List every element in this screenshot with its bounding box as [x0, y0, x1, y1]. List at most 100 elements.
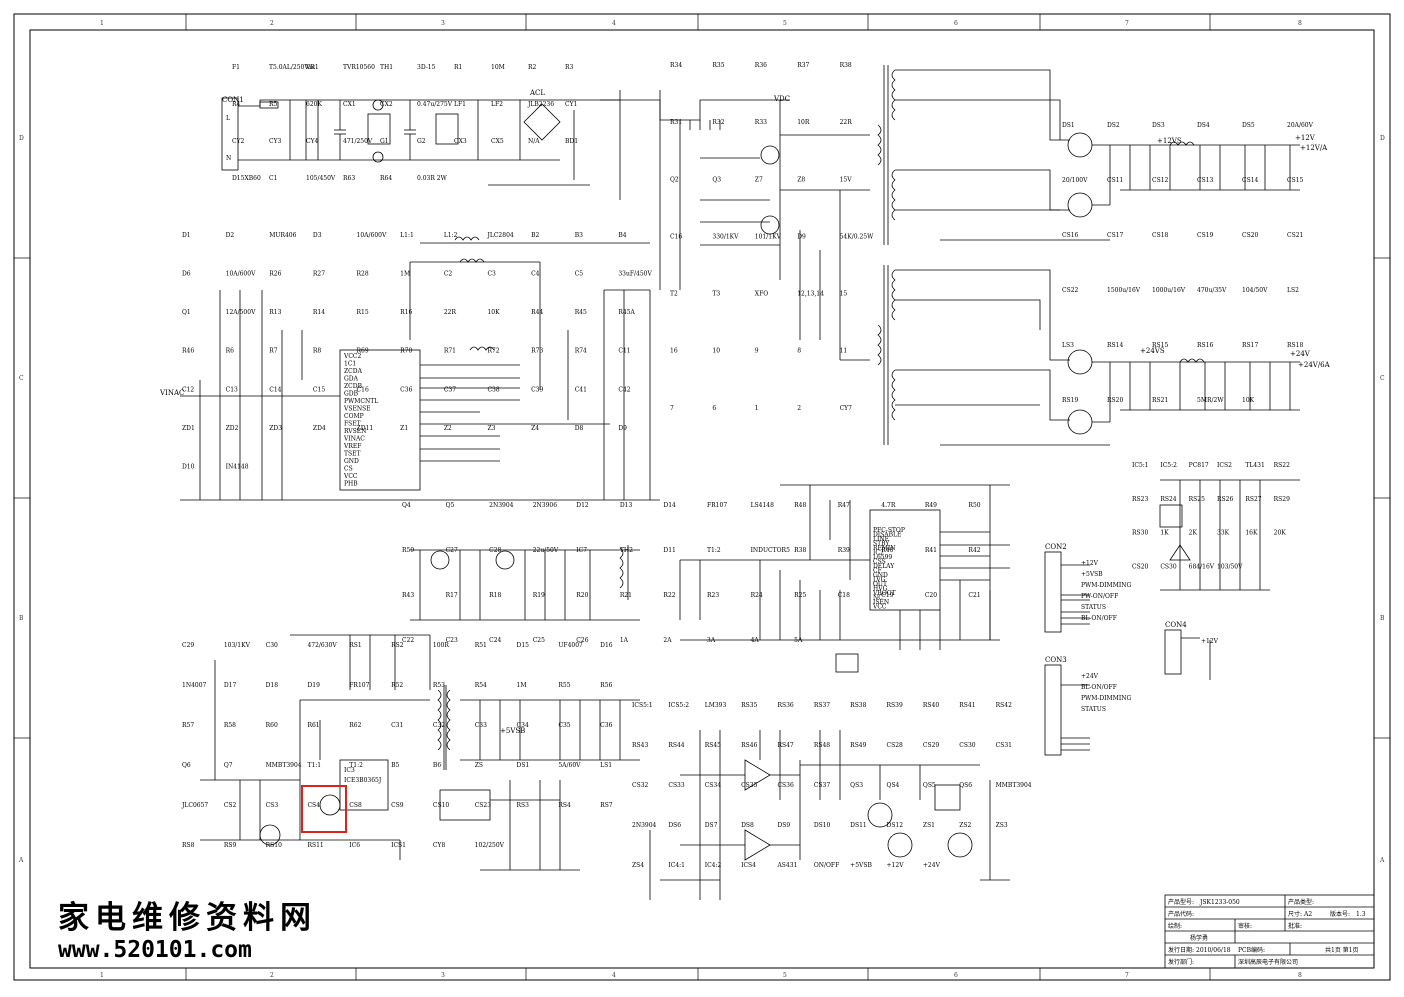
component-label: CY8: [433, 842, 446, 849]
ic-pin-label: CSS: [873, 559, 886, 566]
component-label: CS4: [307, 802, 320, 809]
connector-pin-label: N: [226, 155, 231, 162]
component-label: C15: [313, 386, 325, 393]
component-label: 470u/35V: [1197, 287, 1227, 294]
component-label: 6: [712, 405, 716, 412]
component-label: R60: [266, 722, 278, 729]
grid-row-label: B: [1380, 615, 1385, 622]
component-label: 0.47u/275V: [417, 101, 453, 108]
component-label: ICS4: [741, 862, 756, 869]
component-label: CS15: [1287, 177, 1304, 184]
component-label: R50: [968, 502, 980, 509]
component-label: CS22: [1062, 287, 1079, 294]
component-label: 12A/500V: [226, 309, 256, 316]
component-label: D1: [182, 232, 191, 239]
component-label: UF4007: [558, 642, 583, 649]
component-label: TH1: [380, 64, 393, 71]
component-label: RS35: [741, 702, 757, 709]
component-label: C29: [182, 642, 194, 649]
component-label: 2N3904: [489, 502, 514, 509]
component-label: ZD2: [226, 425, 239, 432]
component-label: 7: [670, 405, 674, 412]
component-label: 4A: [751, 637, 760, 644]
component-label: 101/1KV: [755, 233, 782, 240]
component-label: T5.0AL/250Vac: [269, 64, 316, 71]
component-label: R23: [707, 592, 719, 599]
component-label: B4: [618, 232, 626, 239]
component-label: C35: [558, 722, 570, 729]
component-label: IC5:2: [1160, 462, 1177, 469]
component-label: 2A: [663, 637, 672, 644]
outer-frame: [13, 13, 1391, 981]
component-label: TVR10560: [343, 64, 375, 71]
gate-driver-section: [410, 545, 640, 621]
watermark-url: www.520101.com: [58, 937, 252, 963]
component-label: 15V: [840, 176, 853, 183]
component-label: DS8: [741, 822, 754, 829]
component-label: CS13: [1197, 177, 1214, 184]
component-label: 15: [840, 291, 848, 298]
grid-ticks: [14, 14, 1390, 980]
component-label: B3: [575, 232, 583, 239]
component-label: CX1: [343, 101, 356, 108]
component-label: RS46: [741, 742, 757, 749]
component-label: 1M: [400, 271, 410, 278]
title-block-product-model: JSK1233-050: [1199, 899, 1240, 906]
component-label: D3: [313, 232, 322, 239]
component-label: RS48: [814, 742, 830, 749]
component-label: D10: [182, 463, 195, 470]
component-label: R33: [755, 119, 767, 126]
ic-pin-label: ICE3B0365J: [344, 777, 382, 784]
component-label: RS30: [1132, 530, 1148, 537]
component-label: RS49: [850, 742, 866, 749]
component-label: C27: [446, 547, 458, 554]
grid-col-label: 6: [954, 972, 958, 979]
ic-pin-label: IC3: [344, 767, 355, 774]
title-block-dept-label: 发行部门:: [1168, 958, 1194, 966]
component-label: R31: [670, 119, 682, 126]
component-label: R63: [343, 175, 355, 182]
grid-col-label: 1: [100, 972, 104, 979]
connector-pin-label: STATUS: [1081, 604, 1106, 611]
component-label: 10M: [491, 64, 505, 71]
component-label: R57: [182, 722, 194, 729]
component-label: DS2: [1107, 122, 1120, 129]
ic-pin-label: CF: [873, 568, 882, 575]
component-label: JLB2236: [527, 101, 554, 108]
component-label: D11: [663, 547, 675, 554]
component-label: R53: [433, 682, 445, 689]
component-label: QS4: [887, 782, 900, 789]
component-label: R24: [751, 592, 763, 599]
component-label: 1500u/16V: [1107, 287, 1141, 294]
component-label: LS2: [1287, 287, 1299, 294]
component-label: ICS1: [391, 842, 406, 849]
grid-col-label: 6: [954, 20, 958, 27]
title-block-date: 2010/06/18: [1196, 947, 1231, 954]
ic-pin-label: VBOOT: [872, 590, 896, 597]
component-label: 4.7R: [881, 502, 896, 509]
component-label: Z1: [400, 425, 408, 432]
component-label: C33: [475, 722, 487, 729]
grid-col-label: 7: [1125, 972, 1129, 979]
component-label: C2: [444, 271, 453, 278]
ic-pin-label: GND: [344, 458, 359, 465]
ic-pin-label: VINAC: [343, 436, 365, 443]
component-label: 1K: [1160, 530, 1169, 537]
component-label: +12V: [887, 862, 905, 869]
title-block-company: 深圳高辰电子有限公司: [1238, 958, 1298, 966]
component-label: RS37: [814, 702, 830, 709]
component-label: CS36: [777, 782, 794, 789]
pfc-section: [180, 90, 790, 501]
component-label: R16: [400, 309, 412, 316]
component-label: 2: [797, 405, 801, 412]
component-label: Q3: [712, 176, 721, 183]
component-label: R51: [475, 642, 487, 649]
component-label: B5: [391, 762, 399, 769]
component-label: CS17: [1107, 232, 1124, 239]
component-label: R8: [313, 348, 322, 355]
component-label: 16: [670, 348, 678, 355]
component-label: C5: [575, 271, 584, 278]
component-label: R1: [454, 64, 462, 71]
component-label: CS29: [923, 742, 940, 749]
component-label: C12: [182, 386, 194, 393]
